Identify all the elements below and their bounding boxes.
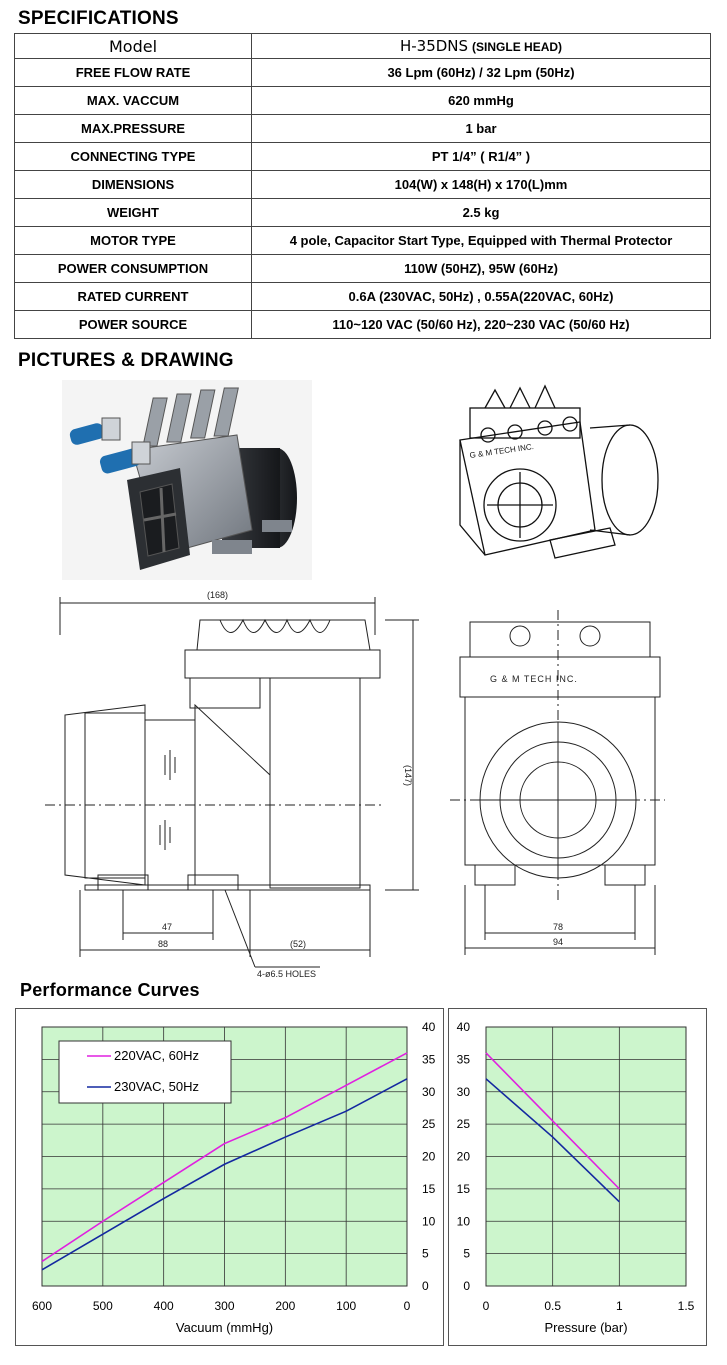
spec-value: H-35DNS(SINGLE HEAD) bbox=[251, 33, 711, 59]
front-brand: G & M TECH INC. bbox=[490, 674, 578, 684]
x-tick-label: 0.5 bbox=[544, 1299, 561, 1313]
y-tick-label: 30 bbox=[422, 1085, 436, 1099]
spec-value: 2.5 kg bbox=[251, 198, 711, 227]
legend-label: 230VAC, 50Hz bbox=[114, 1079, 199, 1094]
side-drawing: (168) (147) 47 88 (52) 4-ø6.5 HOLES bbox=[45, 590, 419, 979]
spec-label: MAX.PRESSURE bbox=[14, 114, 252, 143]
spec-label: MOTOR TYPE bbox=[14, 226, 252, 255]
y-tick-label: 25 bbox=[457, 1117, 471, 1131]
y-tick-label: 10 bbox=[457, 1214, 471, 1228]
y-tick-label: 35 bbox=[422, 1052, 436, 1066]
spec-value: 0.6A (230VAC, 50Hz) , 0.55A(220VAC, 60Hz… bbox=[251, 282, 711, 311]
spec-label: MAX. VACCUM bbox=[14, 86, 252, 115]
specifications-table: Model H-35DNS(SINGLE HEAD) FREE FLOW RAT… bbox=[14, 33, 711, 339]
spec-label: CONNECTING TYPE bbox=[14, 142, 252, 171]
dim-overall-length: (168) bbox=[207, 590, 228, 600]
y-tick-label: 25 bbox=[422, 1117, 436, 1131]
dim-height: (147) bbox=[403, 765, 413, 786]
vacuum-chart: 600 500 400 300 200 100 00 5 10 15 20 25 30 35 40Vacuu… bbox=[32, 1020, 436, 1335]
series-line bbox=[41, 1052, 408, 1263]
x-tick-label: 200 bbox=[275, 1299, 295, 1313]
spec-label: Model bbox=[14, 33, 252, 59]
dim-base-52: (52) bbox=[290, 939, 306, 949]
dim-base-88: 88 bbox=[158, 939, 168, 949]
legend bbox=[58, 1040, 232, 1104]
model-note: (SINGLE HEAD) bbox=[472, 39, 563, 54]
series-line bbox=[41, 1078, 408, 1271]
spec-value: 620 mmHg bbox=[251, 86, 711, 115]
x-axis-label: Vacuum (mmHg) bbox=[176, 1320, 273, 1335]
front-drawing: G & M TECH INC. 78 94 bbox=[450, 610, 665, 955]
spec-label: FREE FLOW RATE bbox=[14, 58, 252, 87]
series-line bbox=[485, 1078, 620, 1203]
spec-value: PT 1/4” ( R1/4” ) bbox=[251, 142, 711, 171]
model-name: H-35DNS bbox=[399, 36, 469, 55]
spec-value: 110~120 VAC (50/60 Hz), 220~230 VAC (50/… bbox=[251, 310, 711, 339]
y-tick-label: 40 bbox=[422, 1020, 436, 1034]
pictures-heading: PICTURES & DRAWING bbox=[18, 350, 234, 371]
spec-label: WEIGHT bbox=[14, 198, 252, 227]
y-tick-label: 20 bbox=[457, 1150, 471, 1164]
spec-value: 1 bar bbox=[251, 114, 711, 143]
y-tick-label: 40 bbox=[457, 1020, 471, 1034]
performance-heading: Performance Curves bbox=[20, 980, 200, 1000]
x-tick-label: 300 bbox=[214, 1299, 234, 1313]
x-tick-label: 0 bbox=[483, 1299, 490, 1313]
x-tick-label: 100 bbox=[336, 1299, 356, 1313]
x-tick-label: 0 bbox=[404, 1299, 411, 1313]
x-tick-label: 600 bbox=[32, 1299, 52, 1313]
dim-holes: 4-ø6.5 HOLES bbox=[257, 969, 316, 979]
dim-width-78: 78 bbox=[553, 922, 563, 932]
x-tick-label: 1.5 bbox=[678, 1299, 695, 1313]
x-tick-label: 500 bbox=[93, 1299, 113, 1313]
x-tick-label: 1 bbox=[616, 1299, 623, 1313]
spec-value: 110W (50HZ), 95W (60Hz) bbox=[251, 254, 711, 283]
dim-base-47: 47 bbox=[162, 922, 172, 932]
pressure-chart-frame bbox=[448, 1008, 707, 1346]
spec-label: DIMENSIONS bbox=[14, 170, 252, 199]
spec-label: RATED CURRENT bbox=[14, 282, 252, 311]
y-tick-label: 0 bbox=[463, 1279, 470, 1293]
spec-value: 4 pole, Capacitor Start Type, Equipped w… bbox=[251, 226, 711, 255]
dim-width-94: 94 bbox=[553, 937, 563, 947]
pump-sketch: G & M TECH INC. bbox=[459, 384, 659, 559]
series-line bbox=[485, 1052, 620, 1190]
legend-label: 220VAC, 60Hz bbox=[114, 1048, 199, 1063]
specifications-heading: SPECIFICATIONS bbox=[18, 8, 179, 29]
y-tick-label: 20 bbox=[422, 1150, 436, 1164]
y-tick-label: 15 bbox=[422, 1182, 436, 1196]
y-tick-label: 30 bbox=[457, 1085, 471, 1099]
spec-value: 104(W) x 148(H) x 170(L)mm bbox=[251, 170, 711, 199]
y-tick-label: 5 bbox=[463, 1247, 470, 1261]
spec-row-model: Model H-35DNS(SINGLE HEAD) bbox=[14, 33, 711, 59]
spec-label: POWER CONSUMPTION bbox=[14, 254, 252, 283]
sketch-brand: G & M TECH INC. bbox=[469, 442, 534, 460]
vacuum-chart-frame bbox=[15, 1008, 444, 1346]
x-axis-label: Pressure (bar) bbox=[544, 1320, 627, 1335]
spec-value: 36 Lpm (60Hz) / 32 Lpm (50Hz) bbox=[251, 58, 711, 87]
y-tick-label: 15 bbox=[457, 1182, 471, 1196]
y-tick-label: 35 bbox=[457, 1052, 471, 1066]
y-tick-label: 0 bbox=[422, 1279, 429, 1293]
spec-label: POWER SOURCE bbox=[14, 310, 252, 339]
pump-photo bbox=[62, 380, 312, 580]
y-tick-label: 10 bbox=[422, 1214, 436, 1228]
y-tick-label: 5 bbox=[422, 1247, 429, 1261]
x-tick-label: 400 bbox=[154, 1299, 174, 1313]
